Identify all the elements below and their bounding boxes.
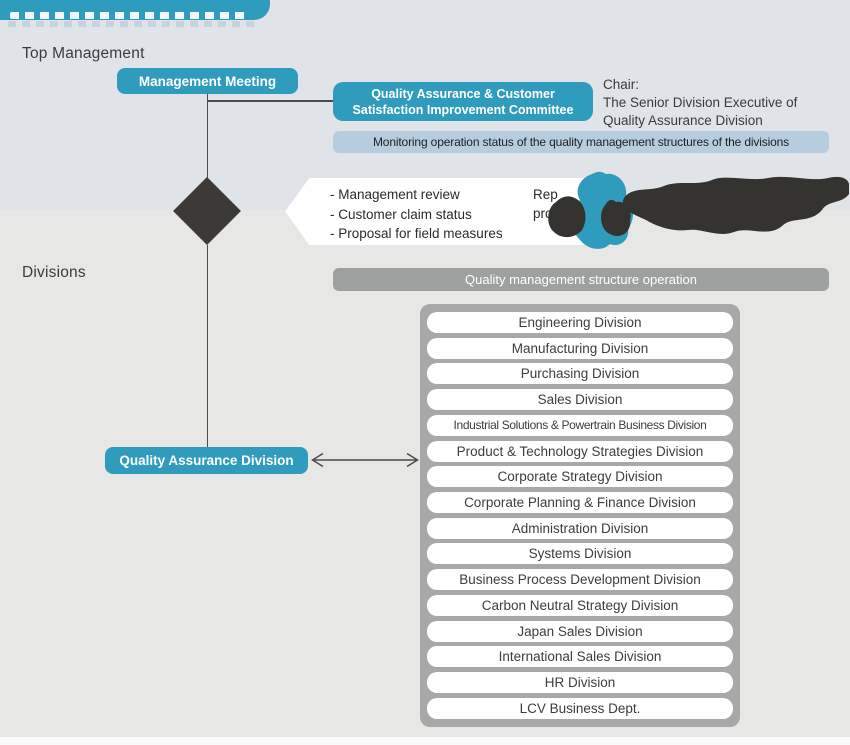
footer-strip [0,737,850,745]
division-row: Systems Division [427,543,733,565]
division-row: LCV Business Dept. [427,697,733,719]
management-meeting-label: Management Meeting [138,73,277,89]
division-row: International Sales Division [427,646,733,668]
division-row: Corporate Strategy Division [427,466,733,488]
cutoff-text-fragments [10,12,248,19]
division-row: Manufacturing Division [427,337,733,359]
divisions-label: Divisions [22,264,86,281]
chair-line3: Quality Assurance Division [603,112,763,128]
division-row: Sales Division [427,389,733,411]
division-row: Corporate Planning & Finance Division [427,492,733,514]
top-management-label: Top Management [22,45,145,62]
qa-division-node: Quality Assurance Division [105,447,308,474]
division-row: Product & Technology Strategies Division [427,440,733,462]
connector-diamond-to-qa [206,245,208,447]
monitoring-bar-label: Monitoring operation status of the quali… [372,135,790,149]
connector-meeting-to-diamond [206,94,208,178]
division-row: Japan Sales Division [427,620,733,642]
review-item-1: - Management review [330,187,460,202]
chair-line2: The Senior Division Executive of [603,94,798,110]
committee-label-line1: Quality Assurance & Customer [371,86,555,101]
cutoff-title-banner [0,0,270,20]
chair-line1: Chair: [603,77,640,92]
committee-node: Quality Assurance & Customer Satisfactio… [333,82,593,121]
division-row: HR Division [427,672,733,694]
redacted-text-fragment-1: Rep [533,187,558,202]
review-item-3: - Proposal for field measures [330,226,503,241]
division-row: Business Process Development Division [427,569,733,591]
management-meeting-node: Management Meeting [117,68,298,94]
cutoff-ghost-text [8,21,260,27]
double-arrow [311,452,419,468]
division-row: Purchasing Division [427,363,733,385]
division-row: Industrial Solutions & Powertrain Busine… [427,414,733,436]
chair-note: Chair: The Senior Division Executive of … [603,76,848,129]
redaction-scribble [548,171,849,249]
structure-operation-label: Quality management structure operation [465,272,697,287]
division-row: Administration Division [427,517,733,539]
review-item-2: - Customer claim status [330,206,472,222]
qa-division-label: Quality Assurance Division [119,453,294,468]
structure-operation-bar: Quality management structure operation [333,268,829,291]
division-row: Engineering Division [427,312,733,333]
connector-meeting-to-committee [207,100,333,102]
redacted-text-fragment-2: pro [533,206,553,221]
division-row: Carbon Neutral Strategy Division [427,594,733,616]
division-list-container: Engineering Division Manufacturing Divis… [420,304,740,727]
monitoring-bar: Monitoring operation status of the quali… [333,131,829,153]
committee-label-line2: Satisfaction Improvement Committee [352,102,574,117]
